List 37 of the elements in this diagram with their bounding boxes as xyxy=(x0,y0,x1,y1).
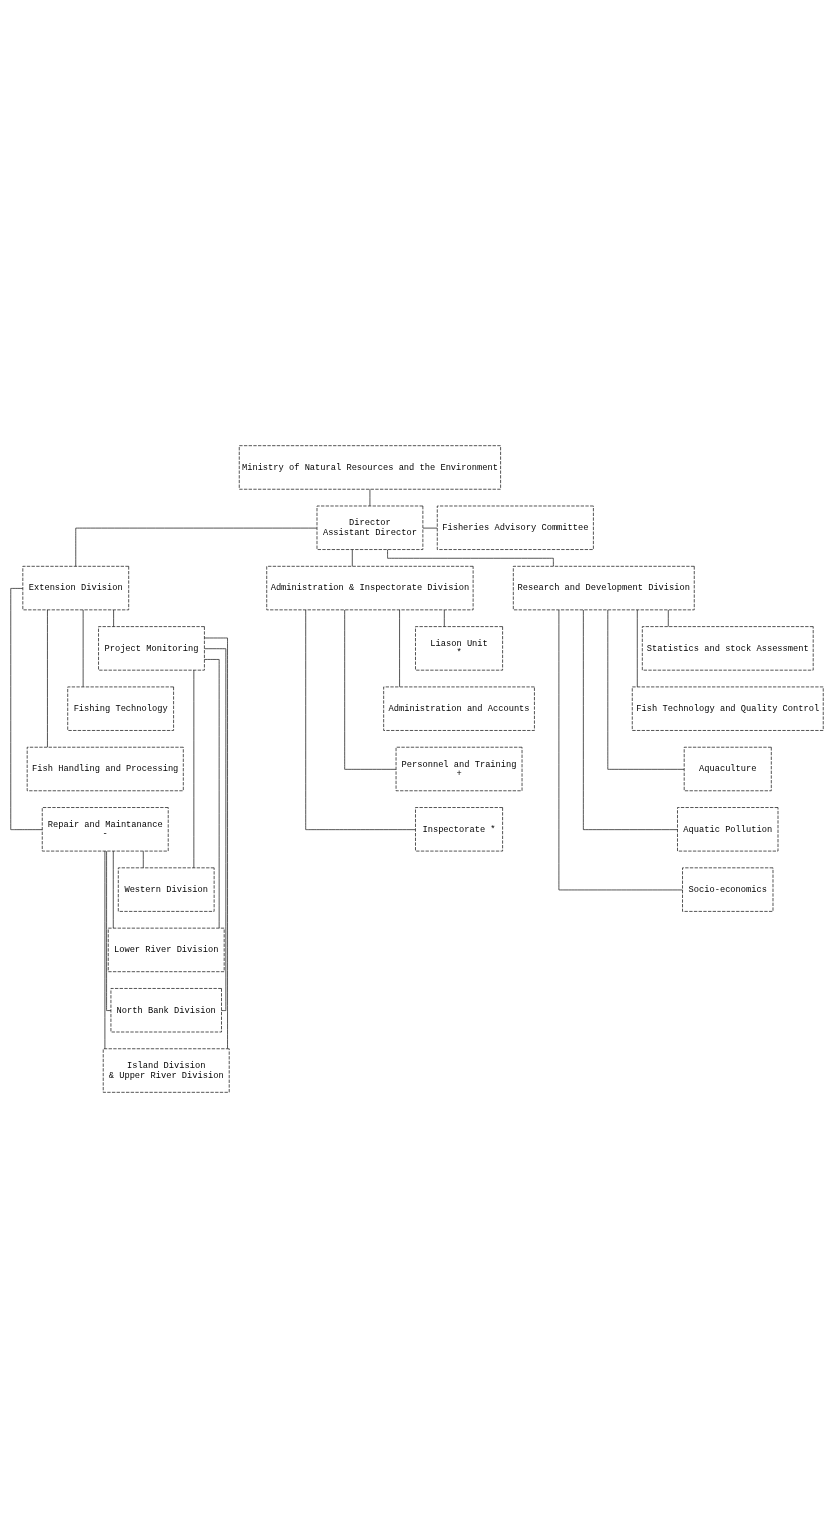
node-box: Administration and Accounts xyxy=(383,686,535,731)
node-box: Lower River Division xyxy=(107,927,225,973)
node-box: Aquatic Pollution xyxy=(677,807,779,852)
node-box: Fishing Technology xyxy=(67,686,174,731)
node-box: Western Division xyxy=(117,867,215,912)
connector xyxy=(113,609,114,627)
connector xyxy=(558,609,683,891)
node-box: Personnel and Training + xyxy=(395,746,523,792)
node-box: Fish Handling and Processing xyxy=(26,746,184,792)
connector xyxy=(112,850,114,929)
connector xyxy=(104,850,106,1050)
connector xyxy=(204,648,227,1011)
node-box: Ministry of Natural Resources and the Environment xyxy=(238,445,501,490)
node-box: Fish Technology and Quality Control xyxy=(631,686,824,731)
connector xyxy=(10,588,43,830)
node-box: Statistics and stock Assessment xyxy=(642,626,814,671)
connector xyxy=(583,609,678,830)
connector xyxy=(106,850,112,1011)
node-box: Administration & Inspectorate Division xyxy=(266,565,474,611)
node-box: Liason Unit * xyxy=(415,626,503,671)
node-box: Director Assistant Director xyxy=(316,505,424,550)
connector xyxy=(204,637,228,1049)
node-box: Inspectorate * xyxy=(415,807,503,852)
node-box: Extension Division xyxy=(22,565,130,611)
node-box: Aquaculture xyxy=(683,746,772,792)
node-box: Repair and Maintanance - xyxy=(41,807,169,852)
connector xyxy=(443,609,445,627)
node-box: Socio-economics xyxy=(682,867,774,912)
connector xyxy=(351,549,353,567)
node-box: Project Monitoring xyxy=(98,626,205,671)
node-box: Research and Development Division xyxy=(513,565,695,611)
connector xyxy=(399,609,400,688)
node-box: Fisheries Advisory Committee xyxy=(436,505,594,550)
node-box: North Bank Division xyxy=(110,988,222,1033)
node-box: Island Division & Upper River Division xyxy=(102,1048,230,1093)
connector xyxy=(47,609,48,748)
connector xyxy=(305,609,416,830)
